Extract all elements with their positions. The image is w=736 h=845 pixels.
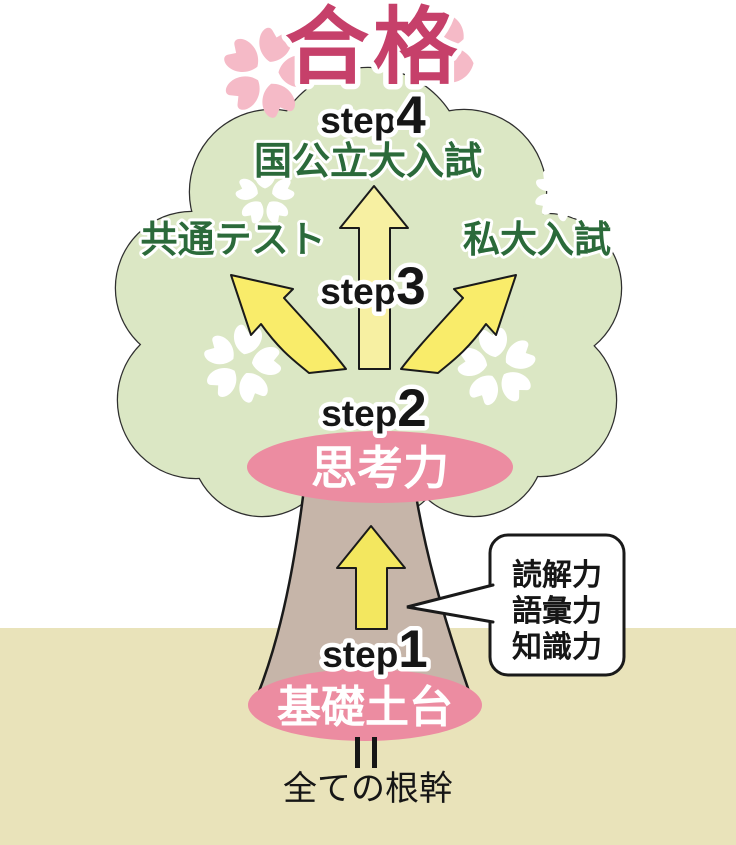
speech-bubble: 読解力 語彙力 知識力: [406, 533, 626, 677]
trunk-arrow-icon: [336, 525, 406, 630]
goal-title: 合格: [285, 0, 461, 94]
step1-title: 基礎土台: [277, 683, 453, 732]
center-arrow-icon: [339, 185, 409, 370]
right-branch-arrow-icon: [400, 274, 517, 374]
equals-bar: [355, 737, 360, 768]
step1-prefix: step: [322, 634, 398, 675]
step3-prefix: step: [320, 271, 396, 312]
callout-line-1: 読解力: [512, 558, 602, 592]
equals-mark: [355, 737, 377, 768]
equals-bar: [372, 737, 377, 768]
step4-prefix: step: [320, 100, 396, 141]
foundation-ellipse: [248, 669, 482, 741]
step2-title: 思考力: [311, 442, 449, 494]
step2-label: step2: [321, 379, 427, 438]
step2-number: 2: [397, 379, 426, 438]
step3-label: step3: [320, 257, 426, 316]
root-note: 全ての根幹: [283, 770, 453, 808]
step2-prefix: step: [321, 393, 397, 434]
left-branch-arrow-icon: [230, 274, 347, 374]
step3-number: 3: [396, 257, 425, 316]
step1-label: step1: [322, 620, 428, 679]
step1-number: 1: [398, 620, 427, 679]
speech-bubble-tail-outline: [406, 583, 495, 624]
callout-line-3: 知識力: [512, 631, 602, 664]
step4-title: 国公立大入試: [254, 141, 482, 183]
step4-label: step4: [320, 86, 426, 145]
step4-number: 4: [396, 86, 426, 145]
speech-bubble-tail: [407, 584, 493, 623]
thinking-ellipse: [247, 431, 513, 503]
branch-left-label: 共通テスト: [141, 219, 326, 260]
branch-right-label: 私大入試: [463, 219, 611, 260]
callout-line-2: 語彙力: [512, 594, 602, 628]
